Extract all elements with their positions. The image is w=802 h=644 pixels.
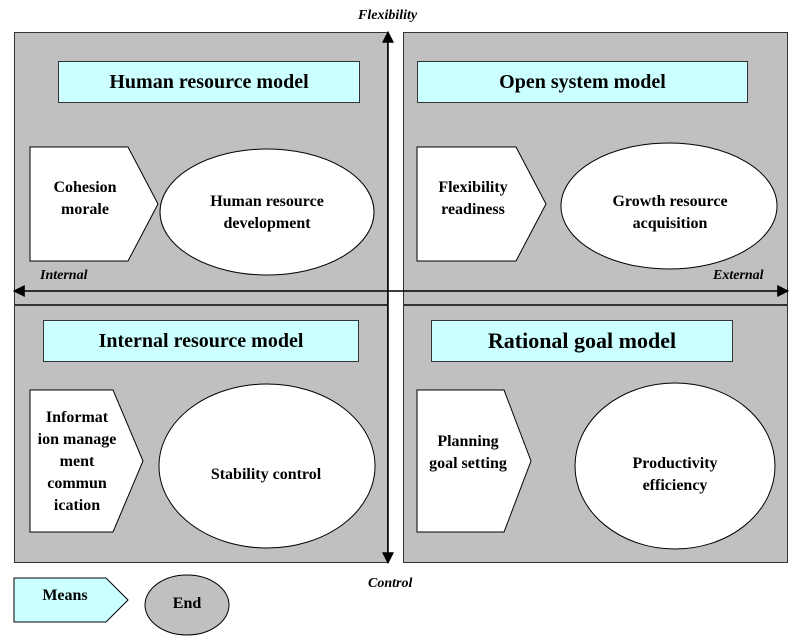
- means-text-flexibility: Flexibility readiness: [438, 179, 508, 218]
- end-ellipse-growth: [560, 142, 778, 270]
- end-text-human-resource: Human resource development: [210, 193, 324, 232]
- end-text-stability: Stability control: [210, 466, 322, 483]
- means-arrow-cohesion: [29, 146, 159, 262]
- legend-end-label: End: [172, 595, 202, 612]
- end-text-growth: Growth resource acquisition: [612, 193, 728, 232]
- means-arrow-flexibility: [416, 146, 547, 262]
- means-arrow-information: [29, 389, 144, 533]
- title-rational-goal-model: Rational goal model: [431, 320, 733, 362]
- means-text-cohesion: Cohesion morale: [53, 179, 117, 218]
- means-text-information: Informat ion manage ment commun ication: [37, 409, 117, 514]
- axis-label-flexibility: Flexibility: [358, 8, 418, 23]
- axis-label-external: External: [713, 268, 764, 283]
- axis-label-control: Control: [368, 576, 413, 591]
- means-text-planning: Planning goal setting: [429, 433, 507, 472]
- end-ellipse-stability: [158, 383, 376, 549]
- title-internal-resource-model: Internal resource model: [43, 320, 359, 362]
- axis-label-internal: Internal: [40, 268, 88, 283]
- legend-end-ellipse: [144, 574, 230, 636]
- end-ellipse-human-resource: [159, 148, 375, 276]
- legend-means-arrow: [13, 577, 129, 623]
- means-arrow-planning: [416, 389, 532, 533]
- title-open-system-model: Open system model: [417, 61, 748, 103]
- end-text-productivity: Productivity efficiency: [632, 455, 718, 494]
- title-human-resource-model: Human resource model: [58, 61, 360, 103]
- end-ellipse-productivity: [574, 382, 776, 550]
- legend-means-label: Means: [42, 587, 88, 604]
